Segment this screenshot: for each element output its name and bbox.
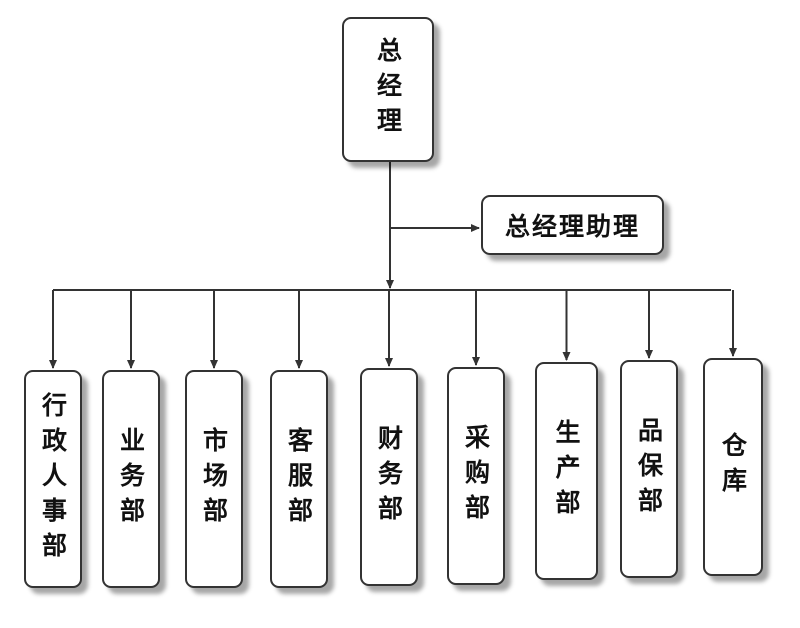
node-department[interactable]: 行政人事部 [24, 370, 82, 588]
node-label: 生产部 [552, 418, 581, 524]
node-department[interactable]: 仓库 [703, 358, 763, 576]
node-label: 总经理 [373, 37, 403, 142]
node-label: 业务部 [116, 426, 146, 532]
node-label: 总经理助理 [504, 212, 640, 241]
node-department[interactable]: 生产部 [535, 362, 598, 580]
node-label: 行政人事部 [38, 391, 68, 567]
node-label: 市场部 [199, 426, 229, 532]
node-general-manager[interactable]: 总经理 [342, 17, 434, 162]
node-department[interactable]: 客服部 [270, 370, 328, 588]
node-department[interactable]: 财务部 [360, 368, 418, 586]
node-department[interactable]: 品保部 [620, 360, 678, 578]
node-label: 品保部 [634, 416, 664, 522]
node-label: 客服部 [284, 426, 314, 532]
node-label: 采购部 [461, 423, 491, 529]
node-department[interactable]: 业务部 [102, 370, 160, 588]
node-label: 仓库 [718, 432, 748, 502]
node-assistant[interactable]: 总经理助理 [481, 195, 664, 255]
node-label: 财务部 [374, 424, 404, 530]
node-department[interactable]: 市场部 [185, 370, 243, 588]
node-department[interactable]: 采购部 [447, 367, 505, 585]
